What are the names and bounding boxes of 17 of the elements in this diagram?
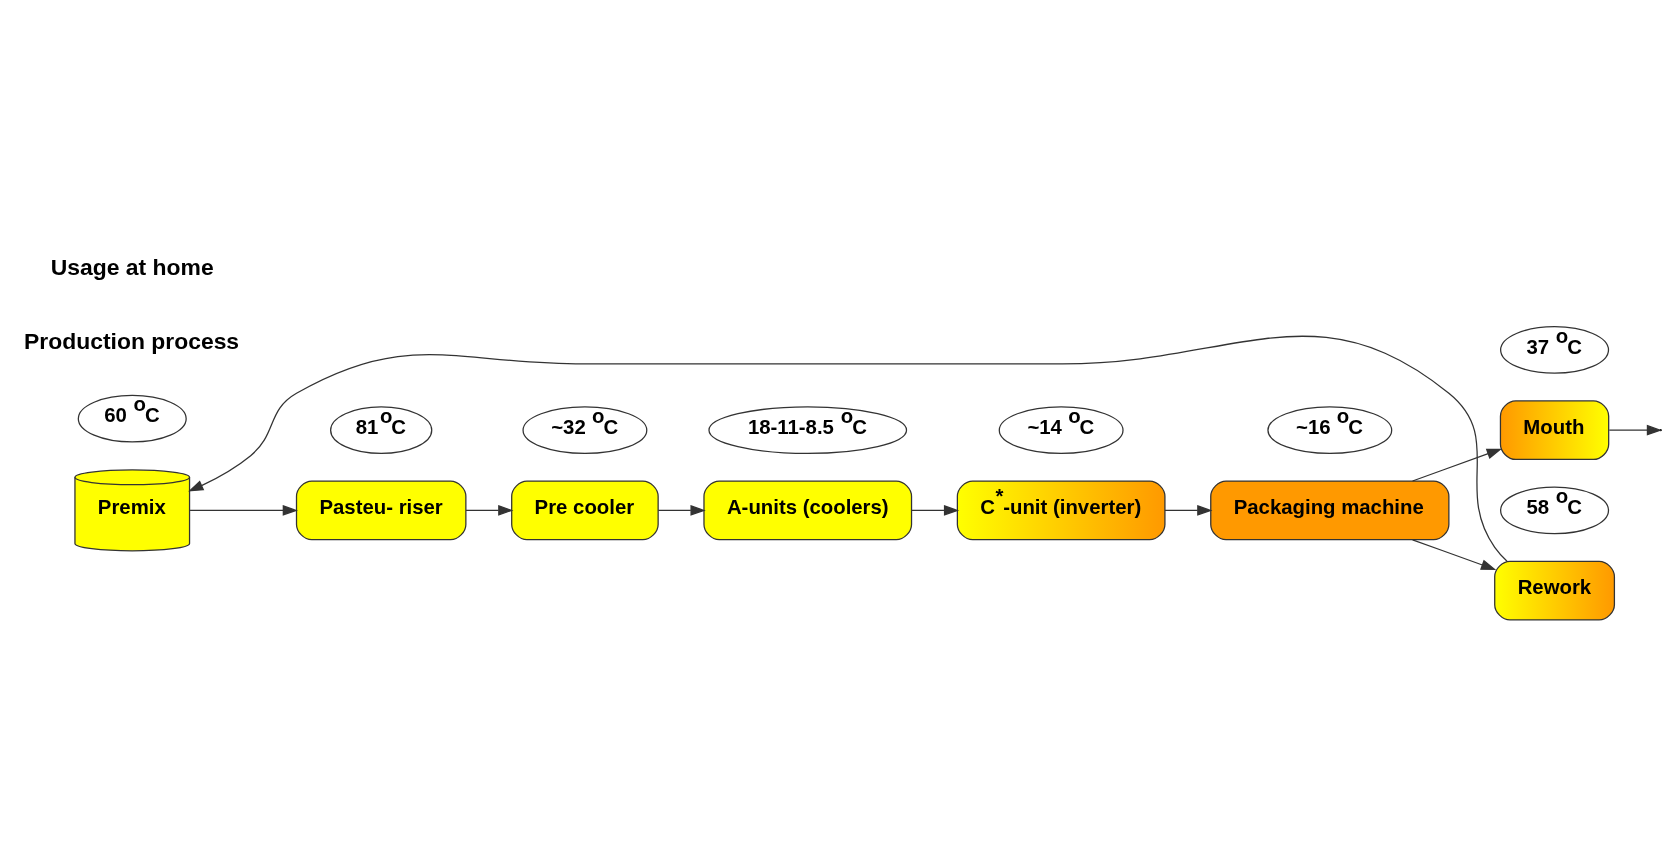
arrow bbox=[911, 504, 960, 516]
node-box: Pasteu- riser bbox=[295, 479, 467, 540]
arrow bbox=[1608, 424, 1663, 436]
label: Usage at home bbox=[50, 253, 214, 280]
arrow bbox=[1164, 504, 1213, 516]
arrow bbox=[1411, 538, 1497, 570]
arrow bbox=[465, 504, 514, 516]
arrow bbox=[189, 504, 298, 516]
arrow bbox=[657, 504, 706, 516]
arrow bbox=[1411, 448, 1502, 482]
label: Production process bbox=[24, 327, 240, 354]
node-box: Rework bbox=[1494, 560, 1616, 621]
arrow bbox=[188, 335, 1508, 562]
node-box: Pre cooler bbox=[511, 479, 659, 540]
node-box: Mouth bbox=[1499, 399, 1610, 460]
node-box: Packaging machine bbox=[1210, 479, 1450, 540]
node-box: A-units (coolers) bbox=[703, 479, 913, 540]
